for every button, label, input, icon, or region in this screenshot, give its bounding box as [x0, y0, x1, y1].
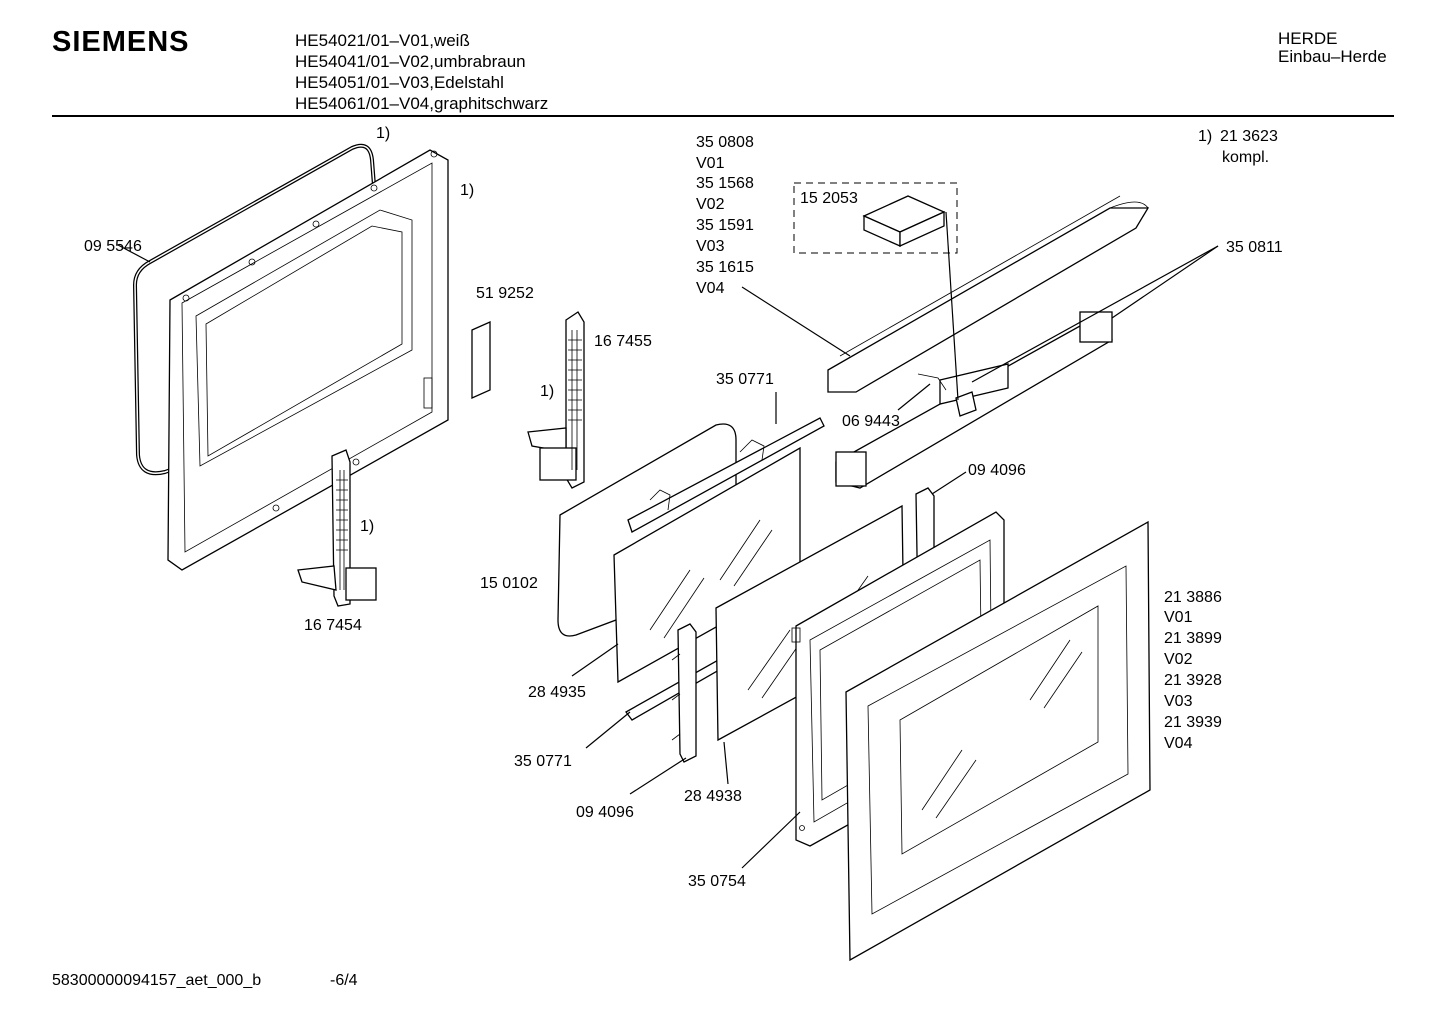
hinge-left — [297, 449, 377, 607]
page-number: -6/4 — [330, 972, 358, 989]
label-150102: 15 0102 — [480, 575, 538, 592]
door-gasket — [132, 143, 382, 476]
handle-variant-label: V01 — [696, 155, 725, 172]
footnote-marker: 1) — [540, 383, 554, 400]
footnote-marker: 1) — [376, 125, 390, 142]
door-variant-label: 21 3939 — [1164, 714, 1222, 731]
handle-variant-label: 35 1568 — [696, 175, 754, 192]
door-variant-label: 21 3886 — [1164, 589, 1222, 606]
handle-variant-label: 35 0808 — [696, 134, 754, 151]
category-line: Einbau–Herde — [1278, 47, 1387, 66]
label-167455: 16 7455 — [594, 333, 652, 350]
footnote-marker: 1) — [360, 518, 374, 535]
label-350754: 35 0754 — [688, 873, 746, 890]
document-id: 58300000094157_aet_000_b — [52, 972, 262, 989]
door-variant-label: V03 — [1164, 693, 1193, 710]
sensor-switch — [917, 363, 1009, 417]
part-labels: 09 5546 1) 1) 51 9252 16 7455 1) 1) 16 7… — [84, 125, 1283, 890]
handle-variant-label: 35 1591 — [696, 217, 754, 234]
handle-variant-label: V03 — [696, 238, 725, 255]
outer-door-panel — [845, 520, 1151, 962]
label-350771-top: 35 0771 — [716, 371, 774, 388]
brand-logo: SIEMENS — [52, 26, 190, 58]
magnet-block — [862, 195, 946, 248]
model-line: HE54061/01–V04,graphitschwarz — [295, 94, 549, 113]
footnote-marker: 1) — [460, 182, 474, 199]
note-marker: 1) — [1198, 128, 1212, 145]
insulation-strip — [471, 320, 491, 400]
label-284935: 28 4935 — [528, 684, 586, 701]
label-167454: 16 7454 — [304, 617, 362, 634]
label-152053: 15 2053 — [800, 190, 858, 207]
category-line: HERDE — [1278, 29, 1338, 48]
model-list: HE54021/01–V01,weiß HE54041/01–V02,umbra… — [295, 30, 548, 114]
handle-variant-label: 35 1615 — [696, 259, 754, 276]
label-284938: 28 4938 — [684, 788, 742, 805]
glass-holder-top — [627, 417, 825, 533]
header-divider — [52, 115, 1394, 117]
hinge-right — [527, 311, 585, 489]
door-handle — [827, 195, 1150, 393]
model-line: HE54021/01–V01,weiß — [295, 31, 470, 50]
door-variant-label: 21 3899 — [1164, 630, 1222, 647]
door-variant-label: V02 — [1164, 651, 1193, 668]
door-variant-label: 21 3928 — [1164, 672, 1222, 689]
note-text: kompl. — [1222, 149, 1269, 166]
inner-door-frame — [167, 149, 449, 571]
door-variant-label: V01 — [1164, 609, 1193, 626]
label-094096-bottom: 09 4096 — [576, 804, 634, 821]
optional-part-box — [793, 182, 958, 254]
label-095546: 09 5546 — [84, 238, 142, 255]
handle-variant-label: V04 — [696, 280, 725, 297]
label-094096-top: 09 4096 — [968, 462, 1026, 479]
label-350811: 35 0811 — [1226, 239, 1283, 256]
door-variant-label: V04 — [1164, 735, 1193, 752]
model-line: HE54051/01–V03,Edelstahl — [295, 73, 504, 92]
handle-variant-label: V02 — [696, 196, 725, 213]
label-069443: 06 9443 — [842, 413, 900, 430]
product-category: HERDE Einbau–Herde — [1278, 30, 1387, 66]
note-part-number: 21 3623 — [1220, 128, 1278, 145]
model-line: HE54041/01–V02,umbrabraun — [295, 52, 526, 71]
leader-lines — [117, 211, 1219, 869]
label-519252: 51 9252 — [476, 285, 534, 302]
label-350771-bottom: 35 0771 — [514, 753, 572, 770]
spacer-bar-left — [671, 623, 697, 763]
